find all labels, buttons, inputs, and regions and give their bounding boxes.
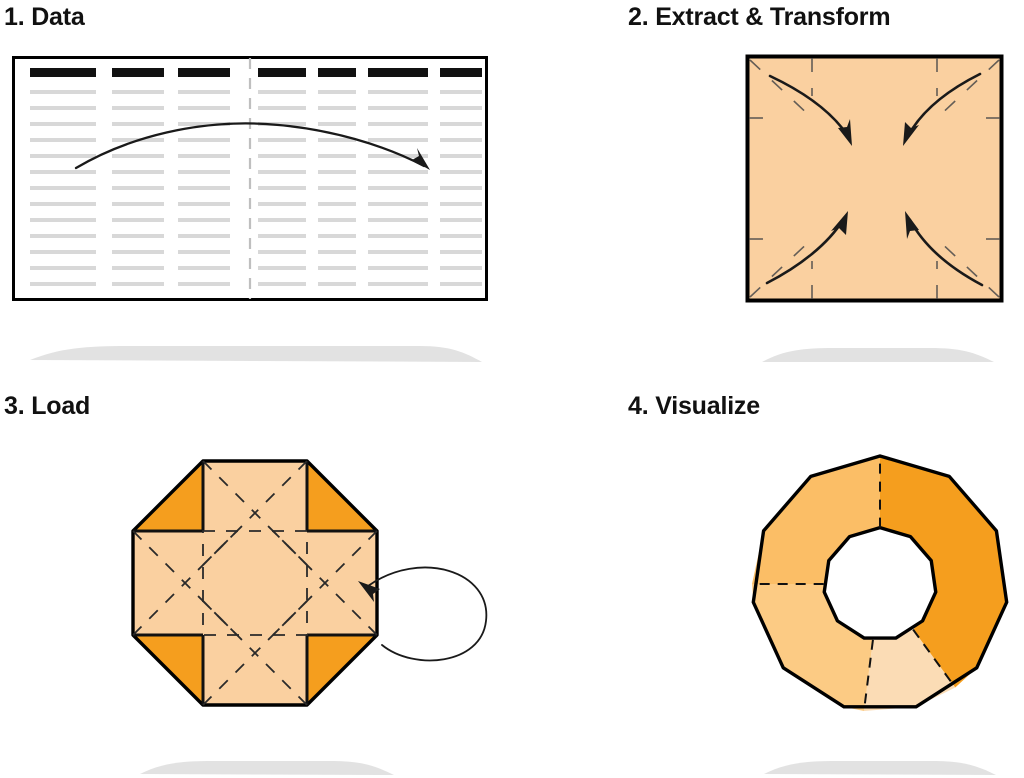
table-column [30, 68, 96, 286]
donut-slice[interactable] [752, 456, 880, 584]
table-column-group-right [258, 68, 482, 286]
panel-title-visualize: 4. Visualize [628, 392, 760, 420]
octagon-flap-edges [133, 461, 377, 705]
figure-folded-square [512, 0, 1024, 389]
donut-outer-outline [751, 454, 1009, 709]
loop-arrow-icon [358, 566, 488, 662]
fold-arrow-bottom-right [905, 211, 984, 287]
donut-slice[interactable] [880, 456, 1007, 688]
figure-data-table [0, 0, 512, 389]
figure-shadow [30, 346, 482, 362]
donut-separator [862, 639, 874, 712]
octagon-cross-body [133, 461, 377, 705]
table-column [318, 68, 356, 286]
flow-arrow-icon [74, 122, 430, 170]
panel-data: 1. Data [0, 0, 512, 389]
panel-title-data: 1. Data [4, 3, 85, 31]
panel-load: 3. Load [0, 389, 512, 778]
figure-shadow [764, 761, 996, 775]
donut-slice[interactable] [863, 629, 956, 711]
table-column-group-left [30, 68, 230, 286]
panel-extract-transform: 2. Extract & Transform [512, 0, 1024, 389]
table-column [178, 68, 230, 286]
fold-arrow-bottom-left [765, 211, 848, 285]
figure-octagon-cross [0, 389, 512, 778]
donut-inner-outline [822, 525, 938, 640]
table-column [368, 68, 428, 286]
crease-lines [132, 460, 378, 706]
donut-segments [752, 456, 1007, 711]
paper-square [745, 54, 1004, 303]
donut-slice[interactable] [752, 584, 873, 711]
crease-lines [749, 58, 1000, 299]
panel-title-load: 3. Load [4, 392, 91, 420]
table-column [440, 68, 482, 286]
panel-title-extract-transform: 2. Extract & Transform [628, 3, 891, 31]
donut-separator [912, 628, 957, 689]
fold-arrow-top-right [903, 72, 982, 146]
figure-shadow-visible [140, 761, 394, 775]
figure-shadow [762, 348, 994, 362]
fold-arrow-top-left [768, 74, 852, 146]
donut-separators [752, 456, 957, 712]
donut-outline [751, 454, 1009, 709]
table-column [258, 68, 306, 286]
figure-donut-chart [512, 389, 1024, 778]
panel-visualize: 4. Visualize [512, 389, 1024, 778]
